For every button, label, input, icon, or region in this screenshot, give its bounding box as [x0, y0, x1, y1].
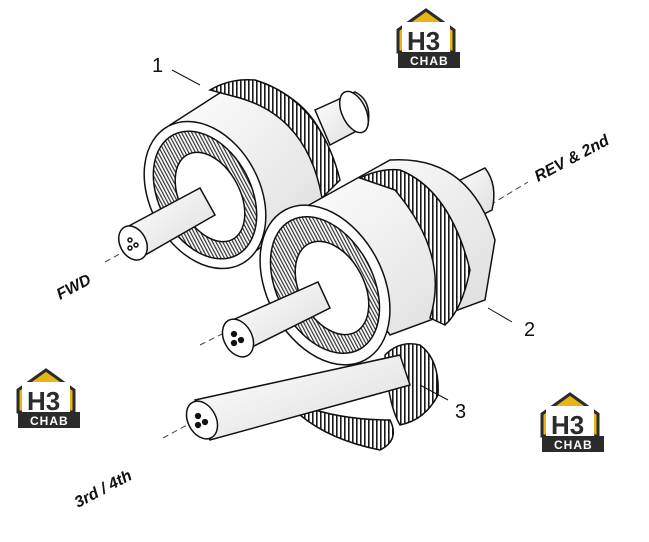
logo-mark: H3: [27, 386, 60, 416]
label-rev-2nd: REV & 2nd: [532, 132, 613, 186]
watermark-logo-left: H3 CHAB: [16, 368, 82, 430]
watermark-logo-right: H3 CHAB: [540, 392, 606, 454]
label-fwd: FWD: [54, 271, 95, 303]
callout-2: 2: [524, 319, 535, 341]
logo-sub: CHAB: [554, 438, 593, 452]
logo-sub: CHAB: [410, 54, 449, 68]
watermark-logo-top: H3 CHAB: [396, 8, 462, 70]
label-3rd-4th: 3rd / 4th: [72, 467, 135, 511]
gear-drum-rev-2nd: [221, 159, 496, 366]
leader-lines: [171, 69, 513, 401]
callout-3: 3: [455, 401, 466, 423]
logo-sub: CHAB: [30, 414, 69, 428]
callout-1: 1: [152, 55, 163, 77]
logo-mark: H3: [551, 410, 584, 440]
gear-drum-fwd: [117, 78, 370, 270]
logo-mark: H3: [407, 26, 440, 56]
gear-3rd-4th: [185, 343, 439, 451]
